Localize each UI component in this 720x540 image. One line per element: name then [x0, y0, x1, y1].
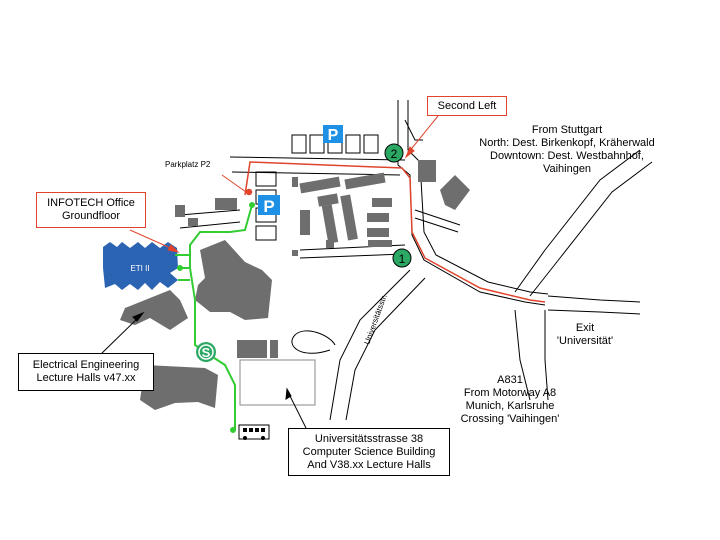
- eti-building: [103, 242, 178, 290]
- parkplatz-label: Parkplatz P2: [165, 160, 211, 169]
- red-leaders: [129, 115, 439, 253]
- black-leaders: [99, 311, 307, 429]
- bus-icon: [238, 424, 270, 440]
- second-left-label: Second Left: [427, 96, 507, 116]
- parking-icon: P: [258, 195, 280, 216]
- from-stuttgart-label: From Stuttgart North: Dest. Birkenkopf, …: [479, 124, 655, 175]
- cs-building-label: Universitätsstrasse 38 Computer Science …: [288, 428, 450, 476]
- electrical-engineering-label: Electrical Engineering Lecture Halls v47…: [18, 353, 154, 391]
- svg-text:S: S: [202, 345, 211, 360]
- sbahn-icon: S: [196, 342, 216, 362]
- infotech-office-label: INFOTECH Office Groundfloor: [36, 192, 146, 228]
- exit-label: Exit 'Universität': [556, 322, 614, 347]
- svg-text:P: P: [263, 197, 274, 216]
- svg-text:1: 1: [399, 252, 406, 266]
- marker-1: 1: [392, 248, 412, 268]
- eti-label: ETI II: [130, 264, 149, 273]
- marker-2: 2: [384, 143, 404, 163]
- svg-text:P: P: [328, 127, 339, 144]
- car-route: [244, 161, 546, 303]
- a831-label: A831 From Motorway A8 Munich, Karlsruhe …: [460, 374, 560, 425]
- svg-text:2: 2: [391, 147, 398, 161]
- parking-icon: P: [323, 125, 343, 144]
- buildings: [120, 160, 470, 410]
- roads: [179, 100, 653, 421]
